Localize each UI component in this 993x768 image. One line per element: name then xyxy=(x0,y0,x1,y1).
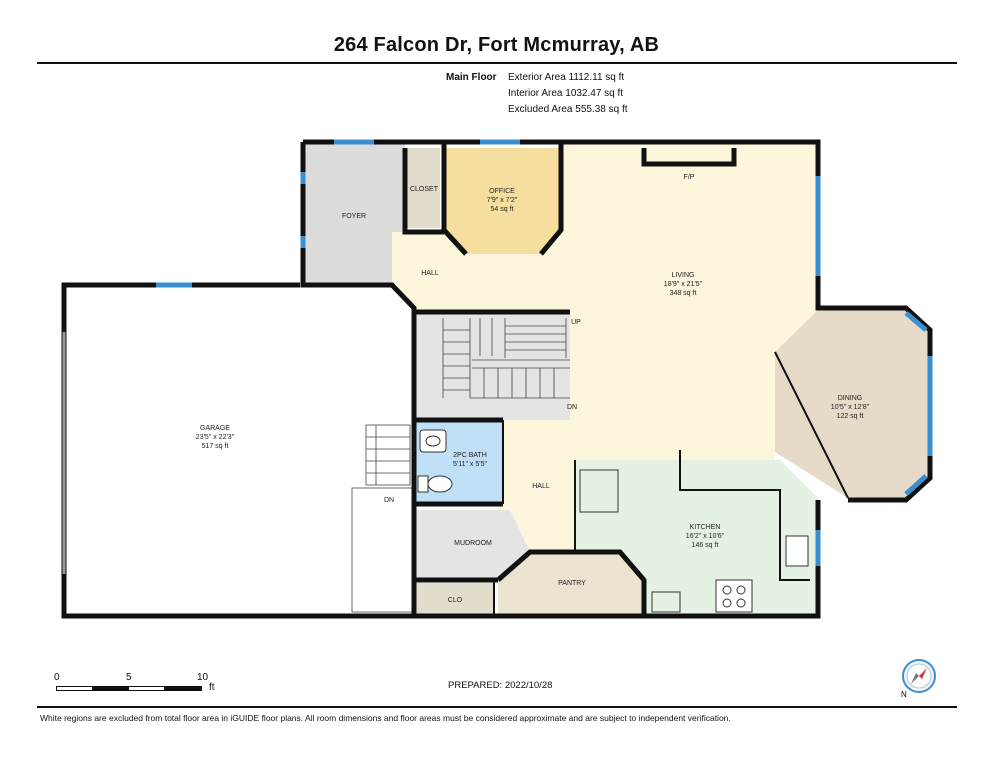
room-name-pantry: PANTRY xyxy=(558,580,586,587)
room-name-clo: CLO xyxy=(448,597,463,604)
room-name-bath: 2PC BATH xyxy=(453,452,487,459)
footer-divider xyxy=(37,706,957,708)
walls xyxy=(61,139,933,619)
fixtures xyxy=(417,429,809,613)
scale-bar-segment-4 xyxy=(164,686,202,691)
excluded-area: Excluded Area 555.38 sq ft xyxy=(508,104,628,115)
stairs-up-label: UP xyxy=(571,319,581,326)
room-name-hall-lower: HALL xyxy=(532,483,550,490)
kitchen-fill xyxy=(575,460,818,614)
room-dims-office: 7'9" x 7'2" xyxy=(487,197,518,204)
interior-area: Interior Area 1032.47 sq ft xyxy=(508,88,624,99)
floor-label: Main Floor xyxy=(446,72,497,83)
room-name-living: LIVING xyxy=(672,272,695,279)
title-divider xyxy=(37,62,957,64)
fireplace-label: F/P xyxy=(684,174,695,181)
page-title: 264 Falcon Dr, Fort Mcmurray, AB xyxy=(333,34,660,56)
scale-bar-segment-1 xyxy=(56,686,94,691)
office-fill xyxy=(444,148,561,254)
stairs xyxy=(442,318,570,399)
scale-bar-segment-2 xyxy=(92,686,130,691)
room-area-office: 54 sq ft xyxy=(491,206,514,213)
mudroom-fill xyxy=(416,510,530,580)
garage-stairs-down-label: DN xyxy=(384,497,394,504)
compass-icon: N xyxy=(901,659,936,699)
walls-thin xyxy=(493,351,849,614)
scale-tick-5: 5 xyxy=(126,672,132,683)
scale-bar-segment-3 xyxy=(128,686,166,691)
area-values: Exterior Area 1112.11 sq ft Interior Are… xyxy=(508,70,708,118)
room-name-garage: GARAGE xyxy=(200,425,230,432)
room-area-garage: 517 sq ft xyxy=(202,443,229,450)
compass-north-label: N xyxy=(901,690,907,699)
clo-fill xyxy=(416,583,494,614)
hall-lower-fill xyxy=(498,428,575,552)
windows xyxy=(156,139,933,566)
room-dims-dining: 10'5" x 12'8" xyxy=(831,404,870,411)
room-name-foyer: FOYER xyxy=(342,213,366,220)
room-area-dining: 122 sq ft xyxy=(837,413,864,420)
room-dims-garage: 23'5" x 22'3" xyxy=(196,434,235,441)
garage-stairs xyxy=(351,424,413,613)
dining-fill xyxy=(775,310,930,498)
room-name-kitchen: KITCHEN xyxy=(690,524,721,531)
stairs-fill xyxy=(416,314,570,420)
room-dims-bath: 5'11" x 5'5" xyxy=(453,461,487,468)
pantry-fill xyxy=(498,552,644,614)
room-dims-kitchen: 16'2" x 10'6" xyxy=(686,533,725,540)
scale-tick-0: 0 xyxy=(54,672,60,683)
scale-unit: ft xyxy=(209,682,215,693)
room-area-living: 348 sq ft xyxy=(670,290,697,297)
room-name-closet: CLOSET xyxy=(410,186,439,193)
scale-bar: 0 5 10 ft xyxy=(52,672,222,702)
room-name-office: OFFICE xyxy=(489,188,515,195)
room-name-hall-upper: HALL xyxy=(421,270,439,277)
prepared-date: PREPARED: 2022/10/28 xyxy=(448,680,553,691)
room-name-mudroom: MUDROOM xyxy=(454,540,492,547)
room-area-kitchen: 146 sq ft xyxy=(692,542,719,549)
foyer-fill xyxy=(303,144,405,286)
scale-tick-10: 10 xyxy=(197,672,209,683)
closet-fill xyxy=(405,148,440,228)
disclaimer: White regions are excluded from total fl… xyxy=(40,713,731,723)
room-name-dining: DINING xyxy=(838,395,863,402)
stairs-down-label: DN xyxy=(567,404,577,411)
room-dims-living: 18'9" x 21'5" xyxy=(664,281,703,288)
exterior-area: Exterior Area 1112.11 sq ft xyxy=(508,72,625,83)
